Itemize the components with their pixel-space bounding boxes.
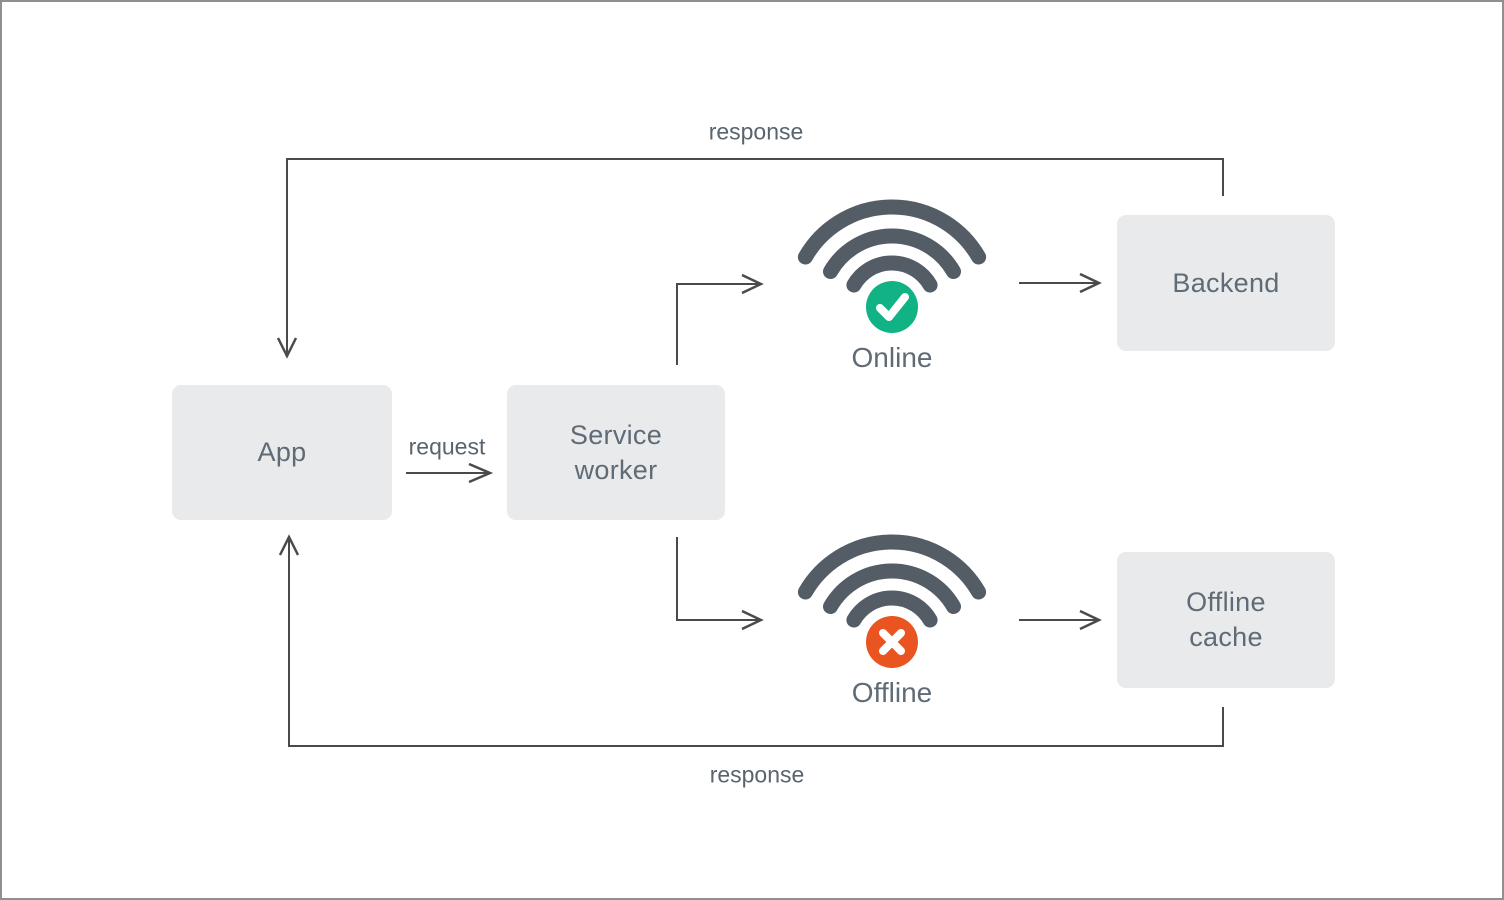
edge-request-line (406, 462, 494, 484)
edge-label-response-top: response (708, 118, 804, 145)
wifi-arcs (797, 199, 987, 293)
node-app: App (172, 385, 392, 520)
node-service-worker: Service worker (507, 385, 725, 520)
state-label-online: Online (851, 342, 933, 373)
node-backend: Backend (1117, 215, 1335, 351)
edge-offline-to-cache-line (1019, 609, 1102, 631)
wifi-offline-icon (797, 534, 987, 668)
node-offline-cache: Offline cache (1117, 552, 1335, 688)
cross-icon (879, 629, 905, 655)
edge-sw-to-offline-line (676, 537, 764, 631)
wifi-arcs (797, 534, 987, 628)
edge-label-request: request (408, 433, 486, 460)
node-app-label: App (257, 437, 307, 467)
wifi-online-icon (797, 199, 987, 333)
state-label-offline: Offline (851, 677, 933, 708)
node-backend-label: Backend (1172, 267, 1280, 298)
edge-response-top-line (276, 158, 1224, 359)
edge-online-to-backend-line (1019, 272, 1102, 294)
node-offline-cache-label: Offline cache (1186, 587, 1266, 652)
edge-sw-to-online-line (676, 273, 764, 365)
edge-response-bottom-line (278, 534, 1224, 747)
check-icon (876, 293, 909, 321)
node-service-worker-label: Service worker (569, 419, 663, 485)
edge-label-response-bottom: response (709, 761, 805, 788)
